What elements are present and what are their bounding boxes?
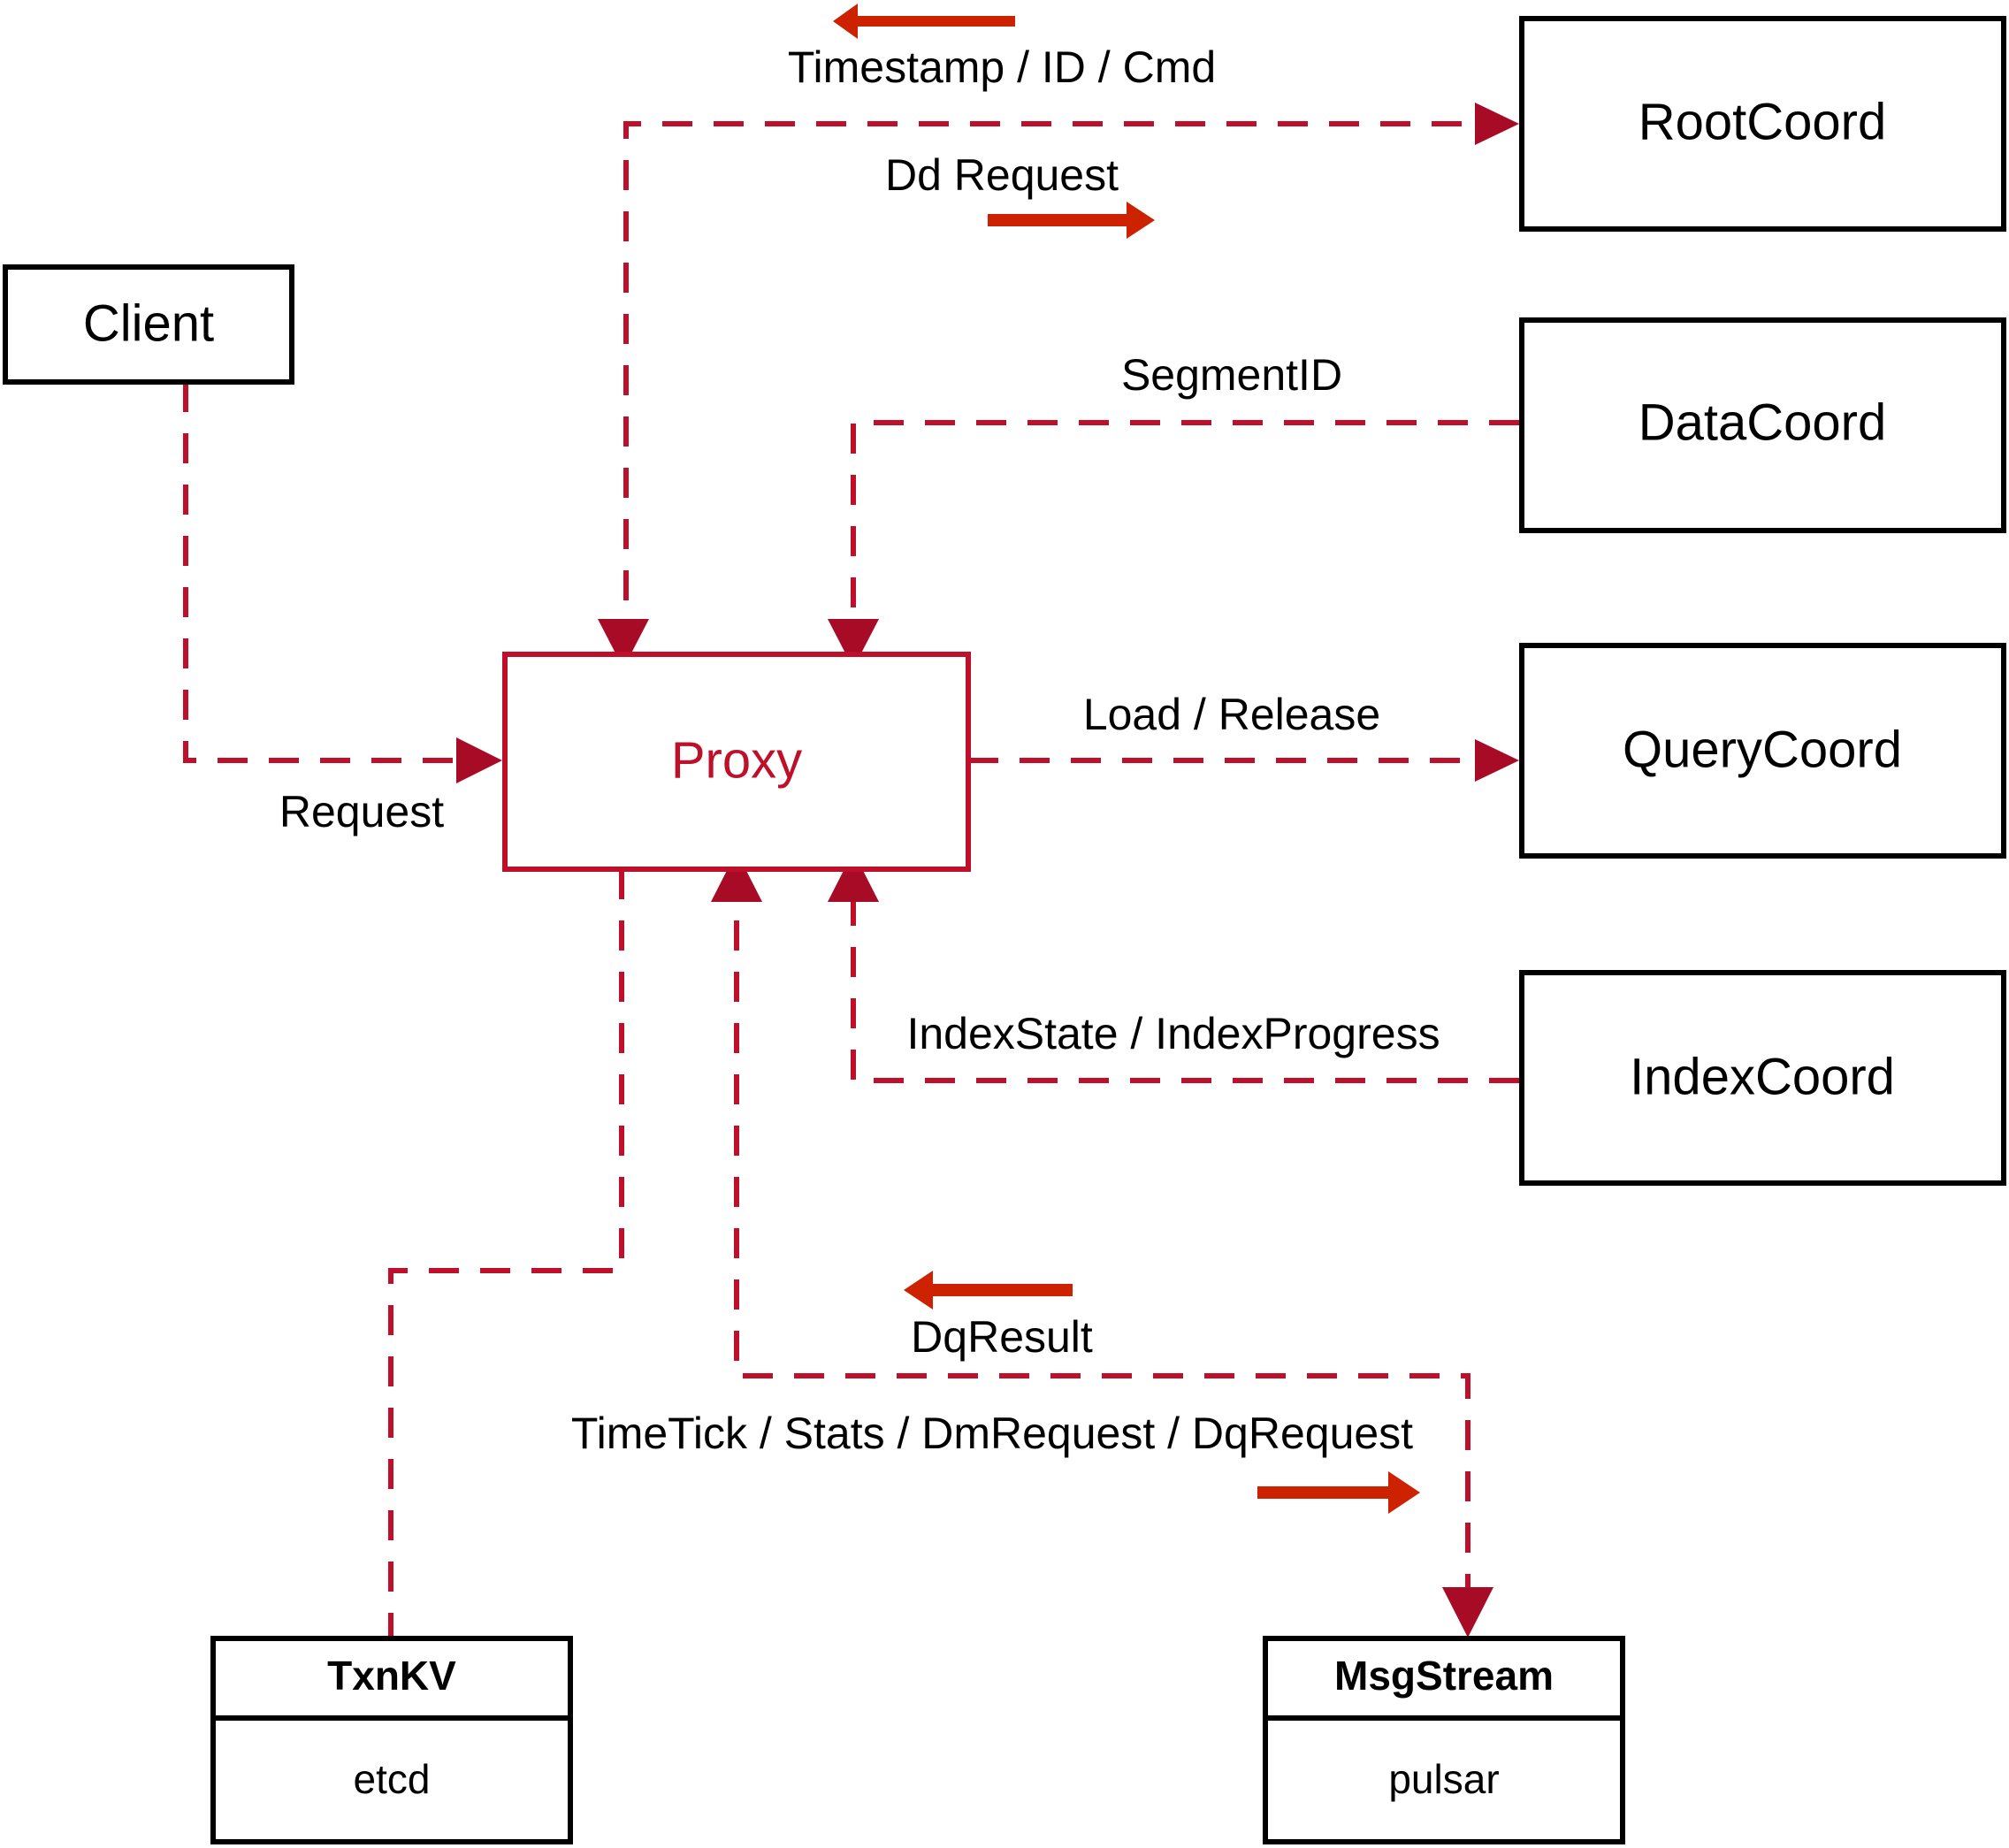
edge-path-client-proxy xyxy=(183,382,486,763)
edge-label-segment-id: SegmentID xyxy=(1121,350,1342,400)
arrowhead-into-proxy-bottom-right xyxy=(828,851,879,902)
edge-client-proxy xyxy=(183,382,502,783)
node-txnkv-title: TxnKV xyxy=(327,1653,456,1699)
flow-arrow-timetick-right xyxy=(1257,1471,1420,1514)
edge-label-timestamp-id-cmd: Timestamp / ID / Cmd xyxy=(788,42,1216,92)
node-txnkv-rect[interactable] xyxy=(210,1636,573,1844)
edge-label-dq-result: DqResult xyxy=(911,1312,1093,1362)
arrowhead-into-proxy-left xyxy=(456,737,502,783)
edge-path-proxy-rootcoord xyxy=(623,121,1503,652)
edge-path-proxy-txnkv xyxy=(388,869,624,1636)
edge-label-load-release: Load / Release xyxy=(1083,690,1380,739)
node-msgstream-title: MsgStream xyxy=(1334,1653,1554,1699)
node-datacoord-rect[interactable] xyxy=(1519,317,2006,533)
node-querycoord[interactable]: QueryCoord xyxy=(1519,643,2006,859)
flow-arrow-timestamp-left xyxy=(833,4,1015,39)
node-rootcoord-label: RootCoord xyxy=(1639,93,1886,150)
edge-label-timetick-stats: TimeTick / Stats / DmRequest / DqRequest xyxy=(571,1409,1413,1458)
node-proxy-label: Proxy xyxy=(671,731,802,789)
edge-proxy-querycoord xyxy=(968,739,1519,782)
node-client-rect[interactable] xyxy=(3,264,294,385)
edge-proxy-rootcoord xyxy=(598,103,1519,668)
edge-path-proxy-datacoord xyxy=(851,420,1519,652)
node-proxy-rect[interactable] xyxy=(502,652,971,872)
node-datacoord-label: DataCoord xyxy=(1639,393,1886,451)
arrowhead-into-proxy-top-left xyxy=(598,619,649,668)
node-msgstream-impl: pulsar xyxy=(1388,1756,1499,1802)
edge-proxy-datacoord xyxy=(828,420,1519,668)
node-indexcoord-label: IndexCoord xyxy=(1630,1048,1895,1105)
arrowhead-into-proxy-top-right xyxy=(828,619,879,668)
node-datacoord[interactable]: DataCoord xyxy=(1519,317,2006,533)
node-rootcoord[interactable]: RootCoord xyxy=(1519,16,2006,232)
node-indexcoord[interactable]: IndexCoord xyxy=(1519,970,2006,1186)
node-rootcoord-rect[interactable] xyxy=(1519,16,2006,232)
arrowhead-into-querycoord xyxy=(1475,739,1519,782)
arrowhead-into-proxy-bottom-mid xyxy=(711,851,762,902)
node-proxy[interactable]: Proxy xyxy=(502,652,971,872)
edge-label-index-state-progress: IndexState / IndexProgress xyxy=(906,1009,1440,1058)
edge-path-proxy-msgstream xyxy=(734,869,1470,1620)
arrowhead-into-msgstream xyxy=(1442,1587,1493,1638)
node-msgstream[interactable]: MsgStream pulsar xyxy=(1263,1636,1625,1844)
node-querycoord-label: QueryCoord xyxy=(1623,721,1902,778)
node-indexcoord-rect[interactable] xyxy=(1519,970,2006,1186)
node-client[interactable]: Client xyxy=(3,264,294,385)
node-txnkv[interactable]: TxnKV etcd xyxy=(210,1636,573,1844)
edge-label-request: Request xyxy=(279,787,444,836)
edge-proxy-txnkv xyxy=(388,869,624,1636)
flow-arrow-dqresult-left xyxy=(904,1271,1073,1310)
edge-path-indexcoord-proxy xyxy=(851,869,1519,1083)
arrowhead-into-rootcoord xyxy=(1475,103,1519,145)
edge-proxy-msgstream xyxy=(711,851,1493,1638)
edge-indexcoord-proxy xyxy=(828,851,1519,1083)
node-msgstream-rect[interactable] xyxy=(1263,1636,1625,1844)
node-client-label: Client xyxy=(83,294,214,352)
node-querycoord-rect[interactable] xyxy=(1519,643,2006,859)
edge-label-dd-request: Dd Request xyxy=(885,150,1119,200)
node-txnkv-impl: etcd xyxy=(354,1756,431,1802)
flow-arrow-dd-request-right xyxy=(988,202,1155,239)
